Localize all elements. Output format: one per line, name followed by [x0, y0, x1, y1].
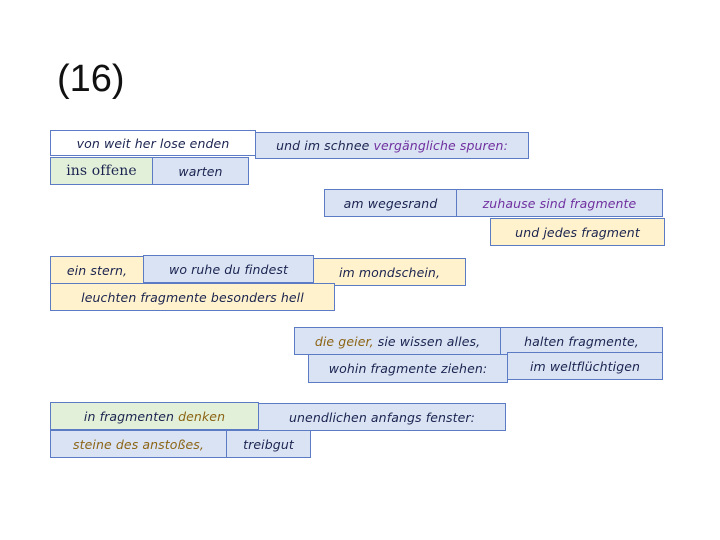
fragment-box: von weit her lose enden — [50, 130, 256, 156]
fragment-highlight-text: steine des anstoßes, — [73, 436, 204, 452]
fragment-box: im mondschein, — [313, 258, 466, 286]
fragment-text: in fragmenten — [83, 408, 179, 424]
fragment-box: und im schnee vergängliche spuren: — [255, 132, 529, 159]
fragment-box: warten — [152, 157, 249, 185]
fragment-box: zuhause sind fragmente — [456, 189, 663, 217]
fragment-text: leuchten fragmente besonders hell — [81, 289, 304, 305]
fragment-text: halten fragmente, — [524, 333, 639, 349]
fragment-highlight-text: zuhause sind fragmente — [482, 195, 637, 211]
fragment-text: im mondschein, — [338, 264, 441, 280]
fragment-box: halten fragmente, — [500, 327, 663, 355]
fragment-highlight-text: die geier, — [314, 333, 374, 349]
fragment-box: ein stern, — [50, 256, 144, 284]
fragment-box: und jedes fragment — [490, 218, 665, 246]
fragment-text: von weit her lose enden — [76, 135, 230, 151]
fragment-text: ein stern, — [66, 262, 128, 278]
fragment-box: treibgut — [226, 430, 311, 458]
fragment-text: sie wissen alles, — [373, 333, 481, 349]
fragment-box: leuchten fragmente besonders hell — [50, 283, 335, 311]
fragment-text: wohin fragmente ziehen: — [328, 361, 488, 376]
fragment-text: und im schnee — [276, 138, 374, 153]
fragment-text: treibgut — [243, 436, 294, 452]
fragment-text: ins offene — [66, 163, 137, 179]
fragment-box: am wegesrand — [324, 189, 457, 217]
fragment-box: wo ruhe du findest — [143, 255, 314, 283]
fragment-box: ins offene — [50, 157, 153, 185]
fragment-text: warten — [178, 163, 223, 179]
fragment-text: wo ruhe du findest — [169, 261, 288, 277]
fragment-box: im weltflüchtigen — [507, 352, 663, 380]
slide-number-title: (16) — [57, 58, 125, 100]
fragment-highlight-text: vergängliche spuren: — [373, 138, 508, 153]
fragment-box: unendlichen anfangs fenster: — [258, 403, 506, 431]
fragment-text: unendlichen anfangs fenster: — [289, 409, 475, 425]
fragment-text: im weltflüchtigen — [529, 358, 641, 374]
fragment-highlight-text: denken — [178, 408, 226, 424]
fragment-box: in fragmenten denken — [50, 402, 259, 430]
fragment-text: am wegesrand — [343, 195, 438, 211]
fragment-box: steine des anstoßes, — [50, 430, 227, 458]
fragment-box: wohin fragmente ziehen: — [308, 354, 508, 383]
fragment-text: und jedes fragment — [515, 224, 640, 240]
fragment-box: die geier, sie wissen alles, — [294, 327, 501, 355]
